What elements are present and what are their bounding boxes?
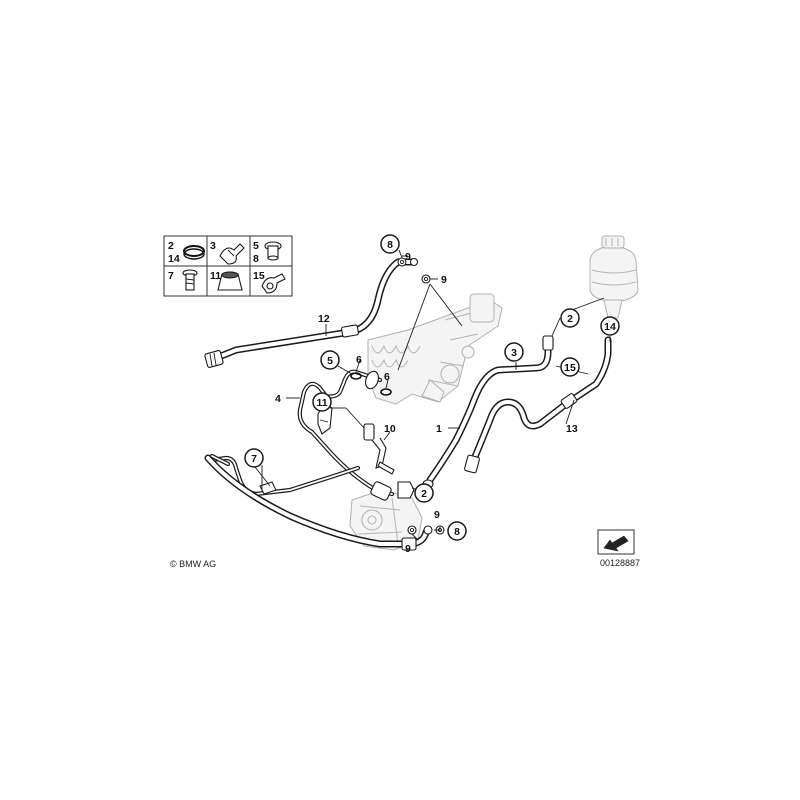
parts-legend: 2 14 3 5 8 7 11 15 bbox=[163, 235, 293, 297]
legend-label: 11 bbox=[210, 270, 221, 282]
callout-2: 2 bbox=[567, 313, 573, 325]
callout-5-label: 5 bbox=[327, 355, 333, 367]
legend-label: 7 bbox=[168, 270, 174, 282]
hose-clamp-6a bbox=[350, 372, 362, 380]
washer-9c bbox=[407, 525, 417, 535]
callout-14: 14 bbox=[600, 316, 620, 336]
callout-3-label: 3 bbox=[511, 347, 517, 359]
rubber-mount-icon bbox=[217, 271, 243, 291]
fluid-reservoir bbox=[589, 235, 639, 319]
callout-9: 9 bbox=[441, 274, 447, 286]
legend-label: 8 bbox=[253, 253, 259, 265]
callout-8-top: 8 bbox=[380, 234, 400, 254]
callout-9: 9 bbox=[405, 251, 411, 263]
callout-8: 8 bbox=[454, 526, 460, 538]
callout-8-bottom: 8 bbox=[447, 521, 467, 541]
screw-icon bbox=[182, 269, 198, 291]
legend-label: 2 bbox=[168, 240, 174, 252]
power-steering-pump-ghost bbox=[349, 489, 423, 551]
callout-14-label: 14 bbox=[604, 321, 616, 333]
arrow-icon bbox=[603, 535, 629, 552]
callout-13: 13 bbox=[566, 423, 578, 435]
callout-6: 6 bbox=[384, 371, 390, 383]
callout-8: 8 bbox=[387, 239, 393, 251]
drawing-number-box: 00128887 bbox=[597, 529, 640, 568]
callout-3: 3 bbox=[504, 342, 524, 362]
callout-12: 12 bbox=[318, 313, 330, 325]
banjo-bolt-icon bbox=[264, 241, 282, 261]
hose-holder-icon bbox=[261, 273, 286, 294]
steering-gear-ghost bbox=[367, 293, 503, 405]
hose-clamp-icon bbox=[183, 245, 205, 260]
callout-15: 15 bbox=[560, 357, 580, 377]
holder-clip-icon bbox=[219, 243, 245, 265]
pipe-7 bbox=[209, 453, 361, 497]
callout-1: 1 bbox=[436, 423, 442, 435]
callout-2-upper: 2 bbox=[560, 308, 580, 328]
legend-label: 5 bbox=[253, 240, 259, 252]
legend-label: 3 bbox=[210, 240, 216, 252]
callout-15-label: 15 bbox=[564, 362, 576, 374]
hose-12 bbox=[204, 257, 419, 368]
callout-2: 2 bbox=[421, 488, 427, 500]
copyright: © BMW AG bbox=[170, 559, 216, 569]
callout-7-label: 7 bbox=[251, 453, 257, 465]
callout-7: 7 bbox=[244, 448, 264, 468]
pressure-hose bbox=[204, 454, 433, 551]
hose-1 bbox=[422, 335, 554, 489]
callout-2-lower: 2 bbox=[414, 483, 434, 503]
hose-clamp-6b bbox=[380, 388, 392, 396]
washer-9b bbox=[421, 274, 431, 284]
legend-label: 15 bbox=[253, 270, 265, 282]
callout-9: 9 bbox=[405, 543, 411, 555]
drawing-number: 00128887 bbox=[600, 558, 640, 568]
bracket-10 bbox=[363, 423, 395, 475]
callout-11-label: 11 bbox=[316, 397, 327, 409]
callout-11: 11 bbox=[312, 392, 332, 412]
leader-lines bbox=[254, 249, 611, 541]
hose-13 bbox=[464, 336, 612, 474]
callout-6: 6 bbox=[356, 354, 362, 366]
callout-10: 10 bbox=[384, 423, 396, 435]
bracket-2-lower bbox=[397, 481, 415, 499]
legend-label: 14 bbox=[168, 253, 180, 265]
callout-5: 5 bbox=[320, 350, 340, 370]
callout-4: 4 bbox=[275, 393, 281, 405]
callout-9: 9 bbox=[434, 509, 440, 521]
pipe-4 bbox=[297, 369, 395, 501]
